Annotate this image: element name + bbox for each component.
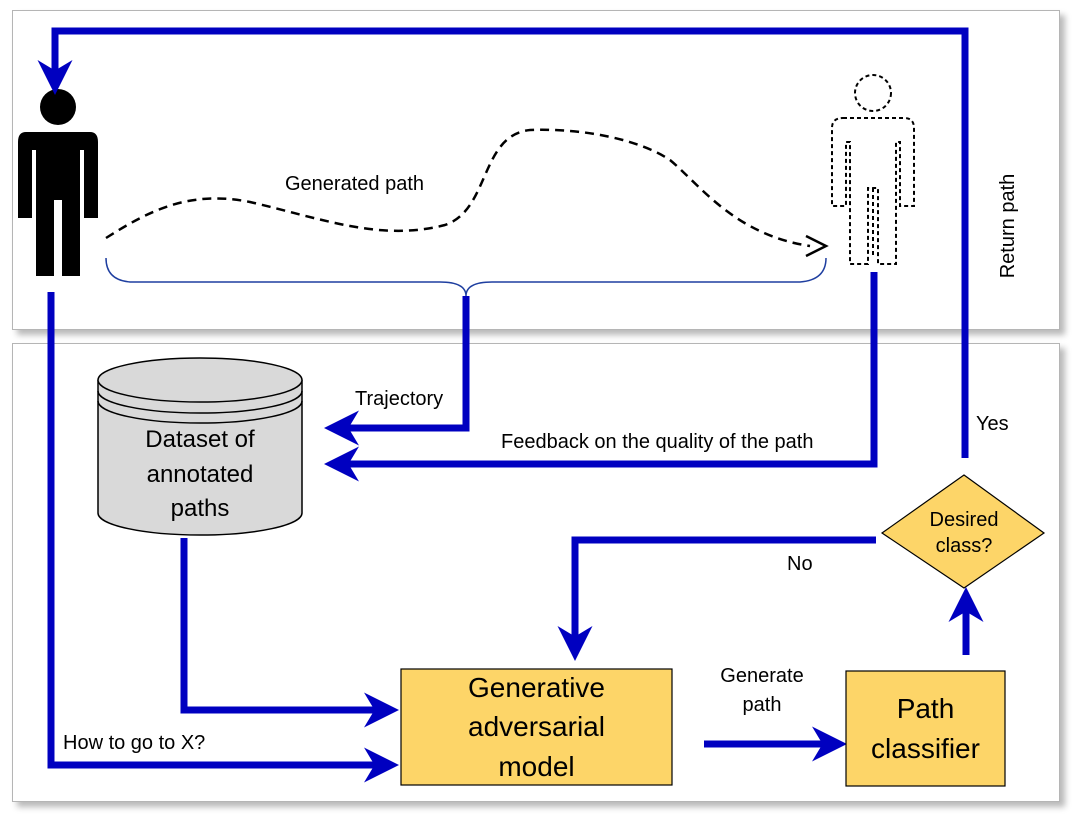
dataset-label: Dataset of annotated paths [145,425,255,523]
gan-label: Generative adversarial model [468,672,605,782]
return-path-label: Return path [997,173,1019,279]
no-label: No [787,553,813,575]
generated-path-label: Generated path [285,173,424,195]
feedback-label: Feedback on the quality of the path [501,431,814,453]
generated-path-curve [105,128,829,258]
trajectory-brace [105,257,827,297]
classifier-label: Path classifier [871,693,980,764]
dataset-to-gan-arrow [180,538,399,728]
database-icon [97,357,303,536]
trajectory-arrow [324,296,470,446]
gan-box [400,668,673,786]
top-panel [12,10,1060,330]
decision-diamond [880,474,1046,589]
person-icon [18,89,98,276]
query-arrow [47,292,399,783]
trajectory-label: Trajectory [355,388,444,410]
yes-label: Yes [976,413,1009,435]
no-arrow [557,536,876,661]
classifier-box [845,670,1006,787]
decision-label: Desired class? [929,509,999,557]
feedback-arrow [324,272,878,482]
generate-path-label: Generate path [720,665,804,716]
return-path-arrow [37,27,969,458]
query-label: How to go to X? [63,732,206,754]
dashed-person-icon [831,74,915,265]
